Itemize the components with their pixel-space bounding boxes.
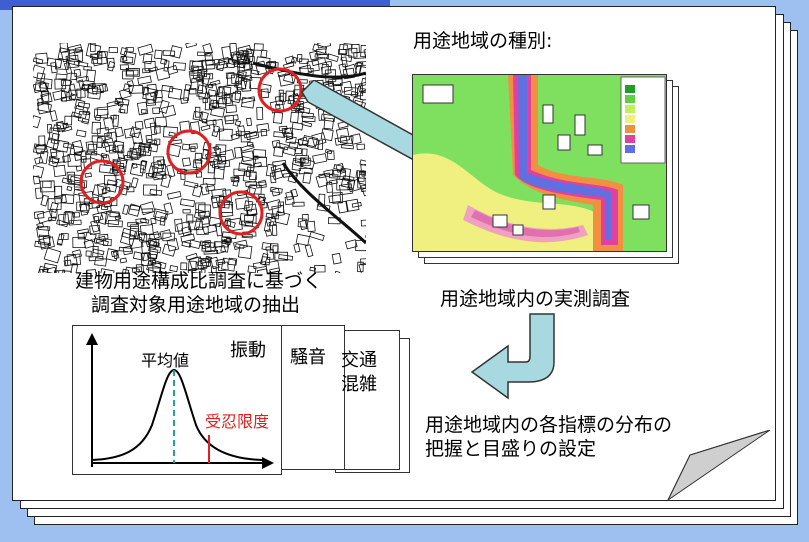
title-bar-accent [0,0,390,10]
limit-label: 受忍限度 [205,412,270,431]
highlight-circle-3 [166,129,212,175]
result-caption-line1: 用途地域内の各指標の分布の [425,414,673,436]
map-caption-line1: 建物用途構成比調査に基づく [75,270,323,292]
road-lines [252,61,366,245]
card-label-traffic-2: 混雑 [341,374,377,395]
noise-contour-map [413,75,666,251]
x-axis-arrow-icon [262,457,274,469]
card-label-traffic-1: 交通 [341,350,377,371]
result-caption-line2: 把握と目盛りの設定 [425,438,597,460]
highlight-circle-4 [218,190,264,236]
survey-thumb-front [412,74,667,252]
survey-caption: 用途地域内の実測調査 [440,288,631,310]
page-curl [666,430,771,502]
zone-type-heading: 用途地域の種別: [413,30,553,52]
mean-label: 平均値 [141,351,190,370]
card-label-vibration: 振動 [230,340,266,361]
highlight-circle-1 [257,67,303,113]
map-drawing [33,43,366,273]
card-distribution-front [72,325,282,475]
building-footprint-map [33,43,366,273]
card-label-noise: 騒音 [290,347,326,368]
distribution-chart [86,333,274,469]
y-axis-arrow-icon [86,333,98,345]
highlight-circle-2 [79,159,125,205]
flow-arrow-curved [470,313,555,400]
map-caption-line2: 調査対象用途地域の抽出 [91,294,301,316]
